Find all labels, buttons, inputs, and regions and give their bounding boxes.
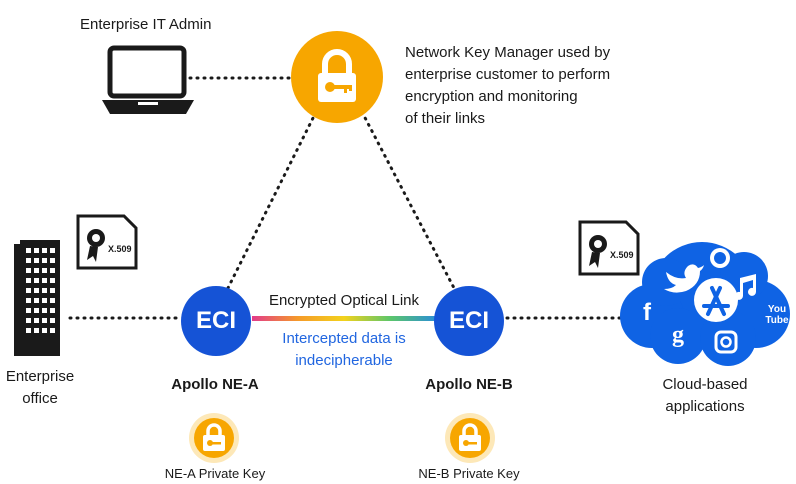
- key-manager-line: enterprise customer to perform: [405, 66, 611, 83]
- node-b-name: Apollo NE-B: [425, 376, 513, 393]
- certificate-icon: [578, 220, 640, 276]
- app-store-icon: [702, 286, 730, 316]
- youtube-icon: You Tube: [762, 304, 792, 326]
- admin-label: Enterprise IT Admin: [80, 16, 212, 33]
- certificate-left: X.509: [76, 214, 138, 270]
- key-manager-description: Network Key Manager used by enterprise c…: [405, 42, 610, 130]
- music-icon: [735, 274, 756, 300]
- google-icon: g: [672, 322, 684, 348]
- certificate-right: X.509: [578, 220, 640, 276]
- laptop-icon: [102, 45, 194, 114]
- certificate-label: X.509: [108, 244, 132, 254]
- certificate-icon: [76, 214, 138, 270]
- youtube-label-line: You: [767, 304, 787, 315]
- cloud-label-line: Cloud-based: [662, 376, 748, 393]
- cloud-label-line: applications: [665, 398, 745, 415]
- eci-node-b-badge: ECI: [434, 286, 504, 356]
- office-label-line: office: [22, 390, 58, 407]
- keymanager-to-nea-line: [226, 110, 318, 290]
- office-label: Enterprise office: [0, 366, 80, 410]
- padlock-key-icon: [445, 413, 495, 463]
- link-subtitle: Intercepted data is indecipherable: [256, 328, 432, 372]
- padlock-key-icon: [189, 413, 239, 463]
- twitter-icon: [664, 264, 704, 293]
- node-a-name: Apollo NE-A: [171, 376, 259, 393]
- keymanager-to-neb-line: [360, 110, 456, 290]
- link-subtitle-line: Intercepted data is: [282, 330, 406, 347]
- key-manager-line: of their links: [405, 110, 486, 127]
- certificate-label: X.509: [610, 250, 634, 260]
- instagram-icon: [714, 330, 738, 354]
- cloud-label: Cloud-based applications: [640, 374, 770, 418]
- link-title: Encrypted Optical Link: [268, 292, 420, 309]
- building-icon: [14, 240, 60, 356]
- encrypted-link-bar: [252, 316, 436, 321]
- node-b-key-label: NE-B Private Key: [418, 466, 520, 481]
- facebook-icon: f: [643, 299, 651, 326]
- node-a-key-label: NE-A Private Key: [164, 466, 266, 481]
- key-manager-line: Network Key Manager used by: [405, 44, 611, 61]
- cloud-icon: [620, 242, 790, 366]
- key-manager-line: encryption and monitoring: [405, 88, 578, 105]
- eci-node-a-badge: ECI: [181, 286, 251, 356]
- padlock-key-icon: [291, 31, 383, 123]
- office-label-line: Enterprise: [5, 368, 75, 385]
- youtube-label-line: Tube: [765, 315, 789, 326]
- link-subtitle-line: indecipherable: [295, 352, 393, 369]
